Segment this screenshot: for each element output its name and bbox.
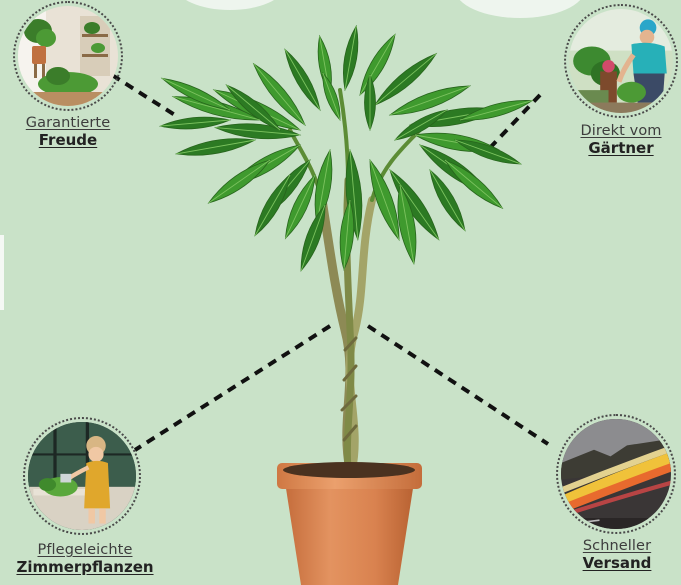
feature-photo-frame <box>556 414 676 534</box>
leaf-vein <box>284 49 321 111</box>
leaf-vein <box>285 174 316 239</box>
child-watering-plants-photo <box>28 422 136 530</box>
feature-pflegeleichte-zimmerpflanzen: Pflegeleichte Zimmerpflanzen <box>10 417 160 576</box>
fast-delivery-photo <box>561 419 671 529</box>
leaf-vein <box>254 174 291 236</box>
leaf-vein <box>429 169 466 231</box>
connector-versand <box>366 324 550 446</box>
connector-lines <box>110 73 550 452</box>
leaf-vein <box>369 159 400 241</box>
leaf-vein <box>253 63 306 126</box>
flower-pot <box>277 462 422 585</box>
leaf-vein <box>215 127 301 136</box>
leaf-vein <box>343 199 351 270</box>
decorative-blob <box>455 0 585 18</box>
leaf-vein <box>322 72 341 121</box>
leaf-vein <box>160 119 231 127</box>
feature-caption-line2: Gärtner <box>588 139 654 157</box>
leaf-vein <box>459 100 533 121</box>
leaf-vein <box>349 149 359 240</box>
feature-caption-line1: Schneller <box>582 538 652 554</box>
feature-photo-frame <box>23 417 141 535</box>
decorative-blob <box>175 0 285 10</box>
happy-home-plants-photo <box>18 6 118 106</box>
feature-schneller-versand: Schneller Versand <box>553 414 681 572</box>
connector-freude <box>110 73 180 119</box>
feature-caption-line1: Direkt vom <box>580 123 662 139</box>
feature-photo-frame <box>564 4 678 118</box>
feature-caption-line2: Zimmerpflanzen <box>16 558 154 576</box>
leaf-vein <box>389 85 471 116</box>
leaf-vein <box>161 77 231 111</box>
leaf-vein <box>444 159 503 209</box>
leaf-vein <box>316 149 331 224</box>
leaf-vein <box>399 184 415 264</box>
leaf-vein <box>389 169 440 240</box>
feature-caption-line1: Pflegeleichte <box>37 542 133 558</box>
feature-direkt-vom-gaertner: Direkt vom Gärtner <box>562 4 680 157</box>
braided-trunk <box>288 88 422 475</box>
connector-pflege <box>133 324 332 452</box>
feature-garantierte-freude: Garantierte Freude <box>12 1 124 149</box>
feature-caption-line2: Versand <box>582 554 652 572</box>
edge-mark <box>0 235 4 310</box>
leaf-vein <box>359 34 396 96</box>
leaf-vein <box>300 204 326 271</box>
feature-caption-line2: Freude <box>38 131 98 149</box>
connector-gaertner <box>483 93 542 155</box>
leaf-vein <box>344 25 357 91</box>
leaf-vein <box>208 159 271 204</box>
leaf-vein <box>176 139 256 155</box>
leaf-vein <box>226 84 281 131</box>
feature-photo-frame <box>13 1 123 111</box>
leaf-vein <box>374 53 437 106</box>
leaf-vein <box>172 96 261 121</box>
plant-leaves <box>158 24 534 272</box>
leaf-vein <box>394 109 448 141</box>
leaf-vein <box>454 139 521 165</box>
feature-caption-line1: Garantierte <box>25 115 111 131</box>
gardener-photo <box>569 9 673 113</box>
